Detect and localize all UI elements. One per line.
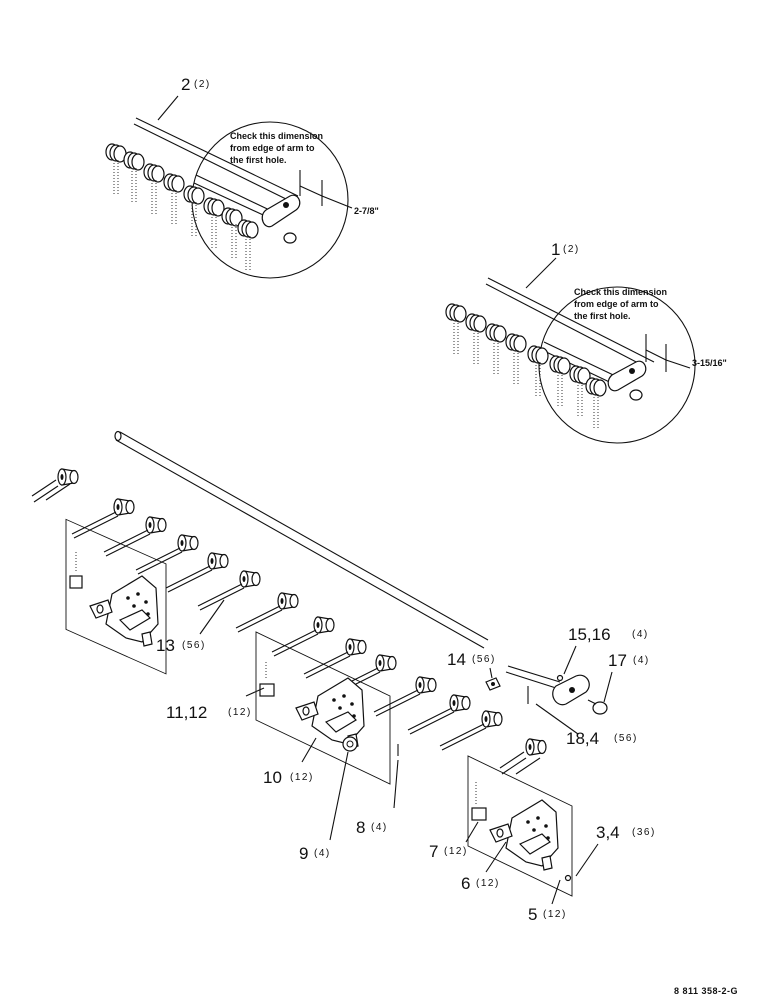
callout-18-4: 18,4 (56) (566, 729, 638, 748)
callout-14: 14 (56) (447, 650, 496, 669)
detail-top-note-1: Check this dimension (230, 131, 323, 141)
callout-8-number: 8 (356, 818, 365, 837)
detail-top-note-2: from edge of arm to (230, 143, 315, 153)
figure-reference: 8 811 358-2-G (674, 986, 738, 996)
callout-5: 5 (12) (528, 905, 567, 924)
detail-top-dimension: 2-7/8" (354, 206, 379, 216)
callout-11-12-qty: (12) (228, 707, 252, 718)
main-assembly (31, 430, 608, 897)
callout-13: 13 (56) (156, 636, 206, 655)
callout-6-number: 6 (461, 874, 470, 893)
detail-right-dimension: 3-15/16" (692, 358, 727, 368)
callout-9-number: 9 (299, 844, 308, 863)
callout-6: 6 (12) (461, 874, 500, 893)
callout-5-number: 5 (528, 905, 537, 924)
callout-18-4-number: 18,4 (566, 729, 599, 748)
detail-view-right: Check this dimension from edge of arm to… (445, 277, 727, 444)
callout-3-4-number: 3,4 (596, 823, 620, 842)
callout-7-number: 7 (429, 842, 438, 861)
callout-1: 1 (2) (551, 240, 580, 259)
callout-13-qty: (56) (182, 640, 206, 651)
callout-3-4: 3,4 (36) (596, 823, 656, 842)
callout-11-12: 11,12 (12) (166, 703, 252, 722)
callout-7: 7 (12) (429, 842, 468, 861)
callout-5-qty: (12) (543, 909, 567, 920)
callout-17: 17 (4) (608, 651, 650, 670)
callout-3-4-qty: (36) (632, 827, 656, 838)
callout-6-qty: (12) (476, 878, 500, 889)
callout-7-qty: (12) (444, 846, 468, 857)
callout-18-4-qty: (56) (614, 733, 638, 744)
callout-9-qty: (4) (314, 848, 331, 859)
detail-view-top: Check this dimension from edge of arm to… (105, 117, 379, 279)
callout-2-qty: (2) (194, 79, 211, 90)
callout-11-12-number: 11,12 (166, 703, 207, 722)
callout-10: 10 (12) (263, 768, 314, 787)
detail-top-note-3: the first hole. (230, 155, 287, 165)
callout-10-number: 10 (263, 768, 282, 787)
detail-right-note-3: the first hole. (574, 311, 631, 321)
callout-17-qty: (4) (633, 655, 650, 666)
callout-1-qty: (2) (563, 244, 580, 255)
callout-8: 8 (4) (356, 818, 388, 837)
leader-lines (157, 95, 613, 905)
callout-14-number: 14 (447, 650, 466, 669)
callout-10-qty: (12) (290, 772, 314, 783)
callout-2-number: 2 (181, 75, 190, 94)
callout-13-number: 13 (156, 636, 175, 655)
callout-17-number: 17 (608, 651, 627, 670)
callout-8-qty: (4) (371, 822, 388, 833)
callout-2: 2 (2) (181, 75, 211, 94)
detail-right-note-2: from edge of arm to (574, 299, 659, 309)
detail-right-note-1: Check this dimension (574, 287, 667, 297)
callout-15-16-qty: (4) (632, 629, 649, 640)
callout-14-qty: (56) (472, 654, 496, 665)
callout-9: 9 (4) (299, 844, 331, 863)
callout-15-16: 15,16 (4) (568, 625, 649, 644)
callout-15-16-number: 15,16 (568, 625, 611, 644)
callout-1-number: 1 (551, 240, 560, 259)
